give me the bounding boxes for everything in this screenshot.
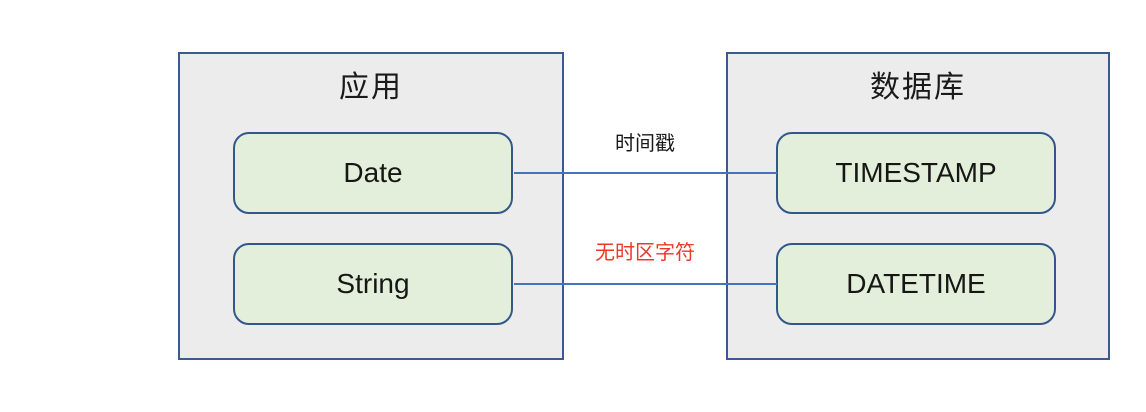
connector-date-timestamp bbox=[514, 172, 777, 174]
database-container: 数据库 TIMESTAMP DATETIME bbox=[726, 52, 1110, 360]
node-datetime: DATETIME bbox=[776, 243, 1056, 325]
database-container-title: 数据库 bbox=[870, 71, 966, 104]
node-timestamp: TIMESTAMP bbox=[776, 132, 1056, 214]
connector-string-datetime bbox=[514, 283, 777, 285]
edge-label-timestamp: 时间戳 bbox=[615, 133, 675, 155]
node-string: String bbox=[233, 243, 513, 325]
application-container: 应用 Date String bbox=[178, 52, 564, 360]
application-container-title: 应用 bbox=[339, 71, 403, 104]
node-date: Date bbox=[233, 132, 513, 214]
edge-label-no-timezone-string: 无时区字符 bbox=[595, 242, 695, 264]
